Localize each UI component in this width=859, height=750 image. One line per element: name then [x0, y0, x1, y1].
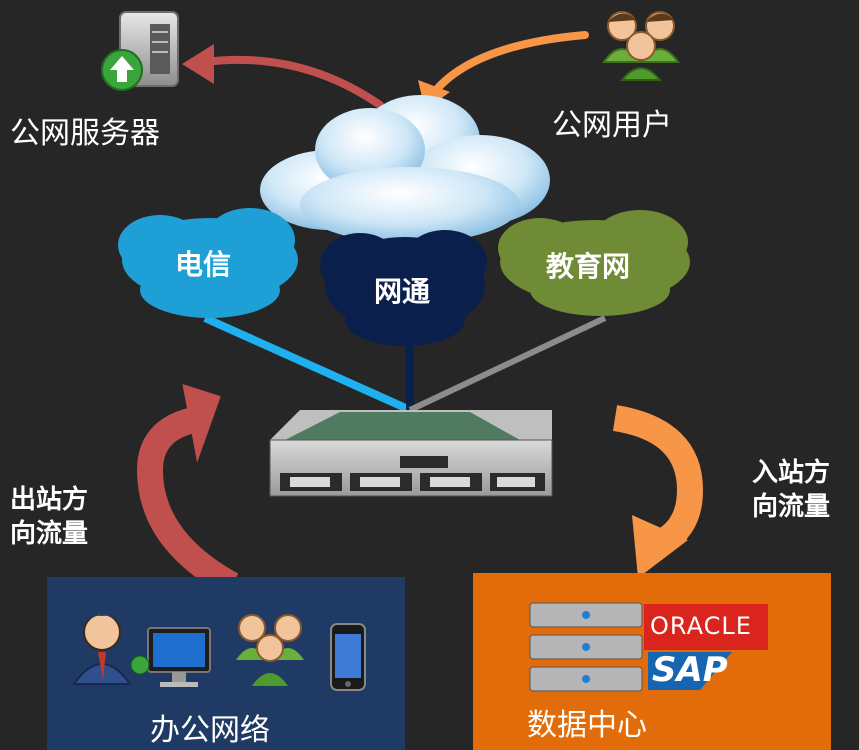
public-users-label: 公网用户 [552, 108, 672, 143]
oracle-logo-text: ORACLE [650, 612, 752, 640]
inbound-traffic-arrow [612, 405, 704, 552]
internet-cloud [260, 95, 550, 243]
network-appliance-icon [269, 410, 553, 497]
telecom-link [203, 314, 412, 414]
monitor-icon [130, 627, 211, 687]
businessman-icon [72, 612, 132, 685]
outbound-traffic-label: 出站方 向流量 [10, 483, 88, 551]
office-network-label: 办公网络 [150, 713, 270, 748]
public-users-icon [602, 11, 680, 81]
netcom-cloud [320, 230, 487, 346]
inbound-line1: 入站方 [752, 458, 831, 488]
public-server-icon [101, 11, 179, 91]
smartphone-icon [330, 623, 366, 691]
sap-logo-text: SAP [652, 650, 728, 690]
datacenter-label: 数据中心 [527, 708, 647, 743]
outbound-line2: 向流量 [10, 519, 89, 549]
telecom-label: 电信 [175, 248, 232, 281]
inbound-line2: 向流量 [752, 492, 831, 522]
oracle-logo [644, 604, 768, 650]
sap-logo [648, 652, 732, 690]
cloud-to-server-arrow [201, 55, 384, 109]
public-server-label: 公网服务器 [10, 116, 160, 151]
outbound-traffic-arrow [136, 405, 239, 597]
education-link [408, 315, 607, 413]
users-to-cloud-arrow [428, 31, 589, 99]
inbound-traffic-label: 入站方 向流量 [752, 456, 830, 524]
netcom-label: 网通 [374, 275, 431, 308]
telecom-cloud [118, 208, 298, 318]
user-group-icon [236, 614, 304, 686]
outbound-line1: 出站方 [10, 485, 89, 515]
education-cloud [498, 210, 690, 316]
server-rack-icon [529, 602, 643, 692]
education-label: 教育网 [546, 250, 631, 283]
